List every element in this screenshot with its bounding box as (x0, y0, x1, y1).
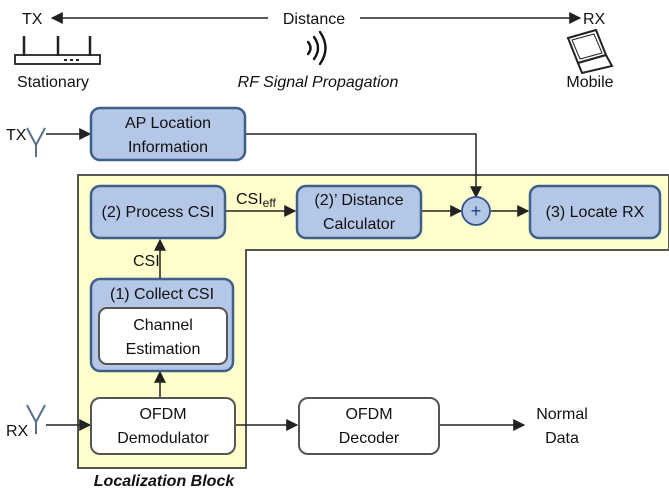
ofdm-demodulator-box: OFDM Demodulator (90, 397, 236, 455)
stationary-label: Stationary (17, 74, 89, 91)
localization-block-label: Localization Block (94, 473, 236, 490)
distance-calc-line2: Calculator (323, 216, 396, 233)
rx-antenna-icon (26, 404, 46, 434)
signal-icon (306, 30, 327, 66)
adder-node: + (461, 196, 491, 226)
locate-rx-box: (3) Locate RX (528, 184, 662, 240)
locate-rx-text: (3) Locate RX (546, 204, 645, 221)
ofdm-demod-line2: Demodulator (117, 430, 209, 447)
top-rx-label: RX (583, 11, 606, 28)
normal-data-line2: Data (545, 430, 579, 447)
process-csi-box: (2) Process CSI (89, 184, 227, 240)
process-csi-text: (2) Process CSI (102, 204, 215, 221)
tx-antenna-label: TX (6, 127, 27, 144)
ofdm-decoder-box: OFDM Decoder (298, 397, 440, 455)
ofdm-decoder-line2: Decoder (339, 430, 400, 447)
tx-antenna-icon (26, 127, 46, 157)
csi-eff-sub: eff (263, 196, 277, 210)
router-icon (14, 36, 101, 65)
ofdm-demod-line1: OFDM (139, 406, 186, 423)
channel-est-line2: Estimation (126, 341, 201, 358)
mobile-label: Mobile (566, 74, 613, 91)
normal-data-line1: Normal (536, 406, 588, 423)
channel-est-line1: Channel (133, 317, 193, 334)
propagation-label: RF Signal Propagation (238, 74, 399, 91)
top-tx-label: TX (22, 11, 43, 28)
laptop-icon (566, 28, 614, 75)
ap-location-line1: AP Location (125, 115, 211, 132)
ap-location-box: AP Location Information (89, 106, 247, 162)
csi-eff-base: CSI (236, 191, 263, 208)
distance-calculator-box: (2)’ Distance Calculator (295, 184, 423, 240)
collect-csi-text: (1) Collect CSI (110, 286, 214, 303)
distance-label: Distance (283, 11, 345, 28)
csi-eff-label: CSIeff (236, 191, 276, 210)
ap-to-adder-arrow (246, 133, 482, 199)
adder-symbol: + (471, 201, 482, 221)
channel-estimation-box: Channel Estimation (98, 307, 228, 365)
ofdm-decoder-line1: OFDM (345, 406, 392, 423)
csi-label: CSI (133, 253, 160, 270)
ap-location-line2: Information (128, 139, 208, 156)
collect-csi-box: (1) Collect CSI Channel Estimation (89, 277, 235, 373)
rx-antenna-label: RX (6, 423, 29, 440)
localization-block-region (77, 174, 669, 469)
distance-calc-line1: (2)’ Distance (314, 192, 403, 209)
